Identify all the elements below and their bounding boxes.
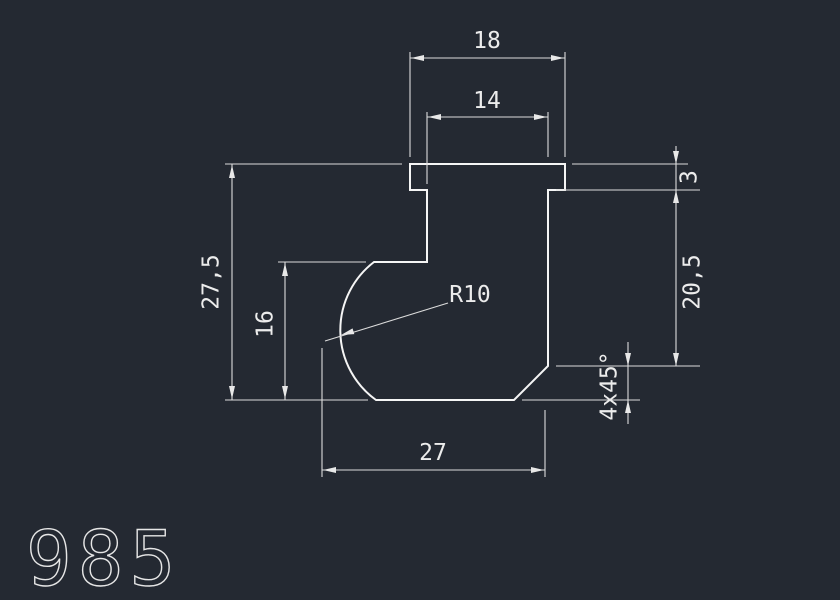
arrowhead <box>341 328 355 335</box>
arrowhead <box>551 55 564 61</box>
arrowhead <box>282 263 288 276</box>
arrowhead <box>673 353 679 366</box>
arrowhead <box>282 386 288 399</box>
arrowhead <box>323 467 336 473</box>
arrowhead <box>428 114 441 120</box>
arrowhead <box>625 353 631 366</box>
arrowheads <box>229 55 679 473</box>
arrowhead <box>534 114 547 120</box>
part-number: 985 <box>26 514 181 600</box>
dim-label-overall-height: 27,5 <box>199 254 225 309</box>
dim-label-chamfer: 4x45° <box>597 351 623 420</box>
dim-label-neck-width: 14 <box>473 88 501 114</box>
radius-label: R10 <box>449 282 491 308</box>
arrowhead <box>673 151 679 164</box>
arrowhead <box>531 467 544 473</box>
dimension-labels: 18 14 27,5 16 27 3 20,5 4x45° R10 <box>199 28 706 466</box>
arrowhead <box>229 386 235 399</box>
profile-outline <box>339 163 566 401</box>
arrowhead <box>229 165 235 178</box>
profile <box>339 163 566 401</box>
arrowhead <box>625 400 631 413</box>
dim-label-bottom-width: 27 <box>419 440 447 466</box>
arrowhead <box>411 55 424 61</box>
extension-lines <box>225 52 700 477</box>
dim-label-groove-height: 16 <box>253 310 279 338</box>
arrowhead <box>673 190 679 203</box>
dim-label-right-side-height: 20,5 <box>680 254 706 309</box>
dim-label-lip-height: 3 <box>677 170 703 184</box>
dim-label-top-width: 18 <box>473 28 501 54</box>
